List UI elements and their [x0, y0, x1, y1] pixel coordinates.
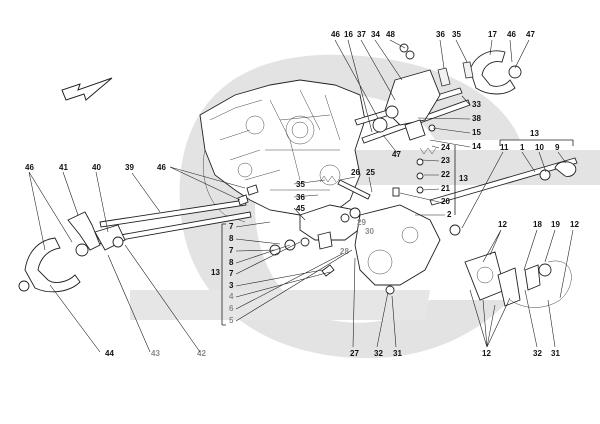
callout-46: 46 [331, 30, 340, 39]
callout-46: 46 [507, 30, 516, 39]
callout-47: 47 [392, 150, 401, 159]
callout-13: 13 [211, 268, 220, 277]
callout-38: 38 [472, 114, 481, 123]
callout-32: 32 [533, 349, 542, 358]
detent-springs [237, 124, 437, 206]
callout-42: 42 [197, 349, 206, 358]
callout-24: 24 [441, 143, 450, 152]
callout-5: 5 [229, 316, 234, 325]
callout-46: 46 [157, 163, 166, 172]
callout-7: 7 [229, 246, 234, 255]
callout-35: 35 [296, 180, 305, 189]
direction-arrow-icon [61, 77, 113, 101]
callout-29: 29 [357, 218, 366, 227]
callout-36: 36 [436, 30, 445, 39]
callout-13: 13 [459, 174, 468, 183]
callout-19: 19 [551, 220, 560, 229]
callout-4: 4 [229, 292, 234, 301]
callout-31: 31 [393, 349, 402, 358]
callout-23: 23 [441, 156, 450, 165]
callout-36: 36 [296, 193, 305, 202]
callout-46: 46 [25, 163, 34, 172]
callout-16: 16 [344, 30, 353, 39]
callout-48: 48 [386, 30, 395, 39]
shift-fork-right [372, 43, 522, 141]
callout-1: 1 [520, 143, 525, 152]
callout-2: 2 [447, 210, 452, 219]
callout-12: 12 [482, 349, 491, 358]
gearbox-housing [199, 79, 366, 223]
callout-44: 44 [105, 349, 114, 358]
callout-47: 47 [526, 30, 535, 39]
callout-25: 25 [366, 168, 375, 177]
callout-7: 7 [229, 222, 234, 231]
callout-35: 35 [452, 30, 461, 39]
callout-15: 15 [472, 128, 481, 137]
callout-39: 39 [125, 163, 134, 172]
leader-lines [28, 39, 574, 353]
callout-6: 6 [229, 304, 234, 313]
callout-7: 7 [229, 269, 234, 278]
callout-45: 45 [296, 204, 305, 213]
callout-30: 30 [365, 227, 374, 236]
callout-18: 18 [533, 220, 542, 229]
callout-26: 26 [351, 168, 360, 177]
callout-21: 21 [441, 184, 450, 193]
callout-33: 33 [472, 100, 481, 109]
callout-27: 27 [350, 349, 359, 358]
callout-32: 32 [374, 349, 383, 358]
callout-41: 41 [59, 163, 68, 172]
callout-22: 22 [441, 170, 450, 179]
callout-12: 12 [498, 220, 507, 229]
callout-40: 40 [92, 163, 101, 172]
callout-20: 20 [441, 197, 450, 206]
selector-assembly [269, 204, 461, 295]
callout-14: 14 [472, 142, 481, 151]
sensor-assembly [464, 161, 577, 308]
callout-34: 34 [371, 30, 380, 39]
callout-37: 37 [357, 30, 366, 39]
callout-8: 8 [229, 258, 234, 267]
callout-11: 11 [500, 143, 509, 152]
callout-43: 43 [151, 349, 160, 358]
callout-10: 10 [535, 143, 544, 152]
callout-labels: 46 16 37 34 48 36 35 17 46 47 33 38 15 1… [25, 30, 579, 358]
callout-17: 17 [488, 30, 497, 39]
callout-28: 28 [340, 247, 349, 256]
callout-9: 9 [555, 143, 560, 152]
callout-13: 13 [530, 129, 539, 138]
callout-3: 3 [229, 281, 234, 290]
callout-12: 12 [570, 220, 579, 229]
callout-8: 8 [229, 234, 234, 243]
shift-fork-left [18, 211, 126, 293]
callout-31: 31 [551, 349, 560, 358]
